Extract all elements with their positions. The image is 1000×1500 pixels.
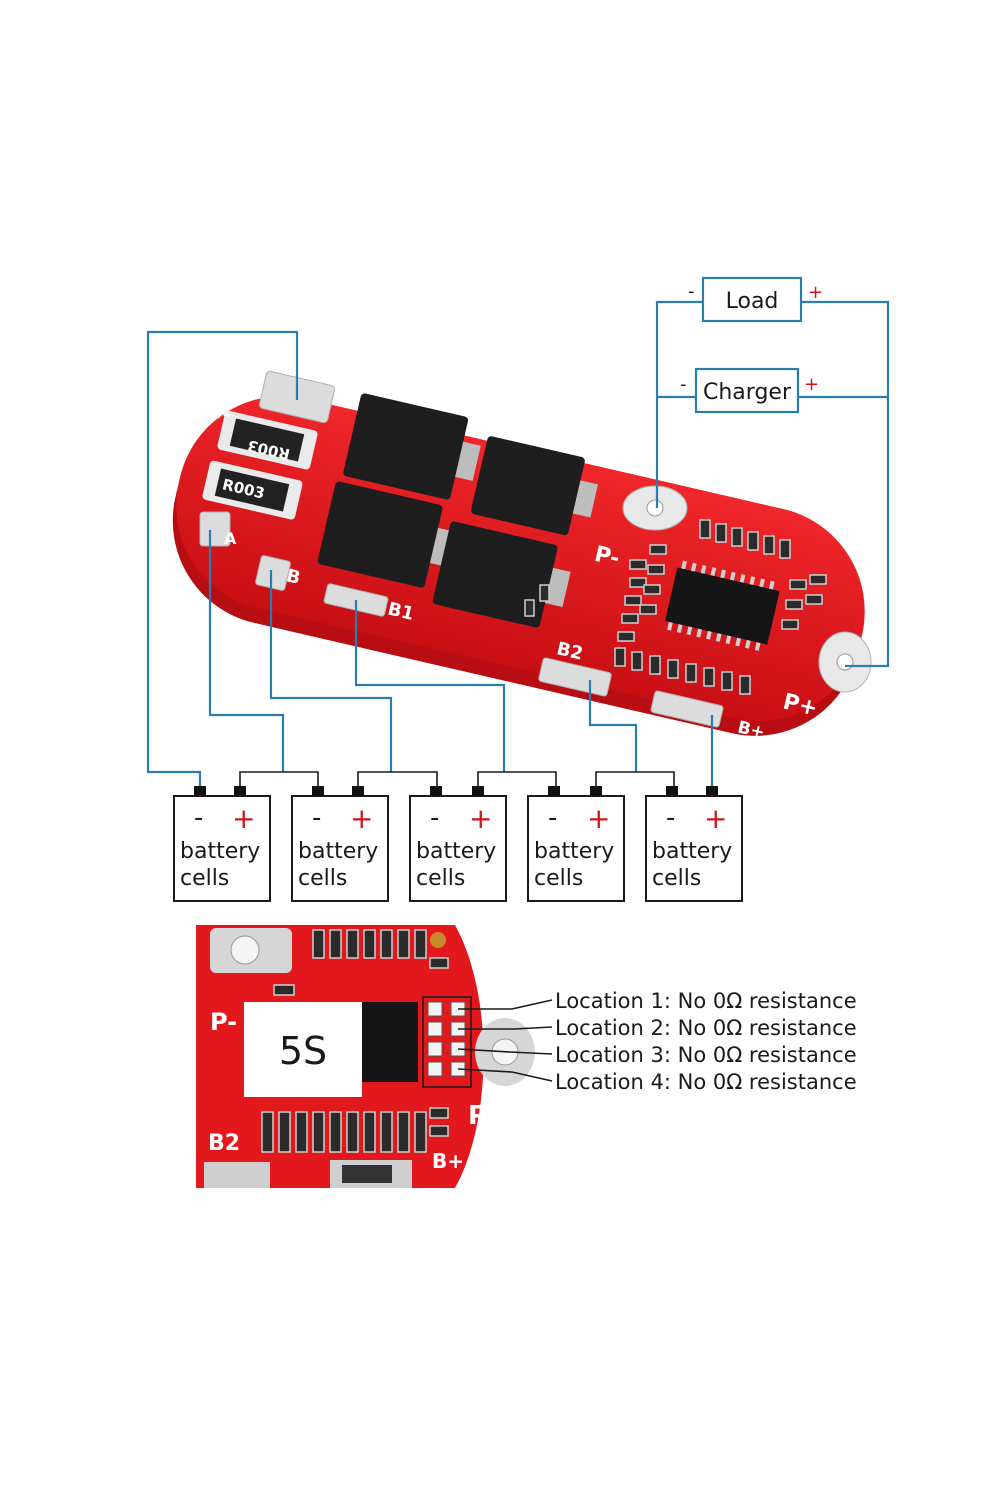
board-label-a: A <box>224 529 237 548</box>
location-3-note: Location 3: No 0Ω resistance <box>555 1043 857 1067</box>
cell-1-minus: - <box>194 803 203 833</box>
cell-5-line1: battery <box>652 839 732 864</box>
cell-5-line2: cells <box>652 866 701 891</box>
location-4-note: Location 4: No 0Ω resistance <box>555 1070 857 1094</box>
battery-cell-3: - + battery cells <box>409 786 507 902</box>
charger-box: Charger - + <box>680 367 819 414</box>
cell-1-line2: cells <box>180 866 229 891</box>
detail-label-p-minus: P- <box>210 1008 237 1036</box>
detail-label-b-plus: B+ <box>432 1149 464 1173</box>
charger-minus: - <box>680 374 687 395</box>
cell-4-line2: cells <box>534 866 583 891</box>
battery-cell-2: - + battery cells <box>291 786 389 902</box>
cell-5-plus: + <box>704 802 727 835</box>
board-label-b: B <box>284 565 302 589</box>
location-1-note: Location 1: No 0Ω resistance <box>555 989 857 1013</box>
cell-4-line1: battery <box>534 839 614 864</box>
cell-3-line1: battery <box>416 839 496 864</box>
pcb-board: R003 R003 <box>172 370 872 743</box>
cell-count-badge-bg <box>244 1002 362 1097</box>
detail-board: 5S P- P+ B2 B+ <box>196 925 535 1188</box>
load-label: Load <box>726 289 779 314</box>
cell-1-plus: + <box>232 802 255 835</box>
board-label-p-minus: P- <box>592 542 622 572</box>
cell-2-minus: - <box>312 803 321 833</box>
battery-cells: - + battery cells - + battery cells - + … <box>173 786 743 902</box>
cell-3-minus: - <box>430 803 439 833</box>
load-plus: + <box>808 282 823 303</box>
load-box: Load - + <box>688 276 823 323</box>
cell-4-plus: + <box>587 802 610 835</box>
cell-2-line2: cells <box>298 866 347 891</box>
battery-cell-1: - + battery cells <box>173 786 271 902</box>
cell-2-plus: + <box>350 802 373 835</box>
detail-label-b2: B2 <box>208 1131 240 1156</box>
location-callouts: Location 1: No 0Ω resistance Location 2:… <box>457 989 857 1094</box>
board-label-b-minus: B- <box>205 398 233 427</box>
location-2-note: Location 2: No 0Ω resistance <box>555 1016 857 1040</box>
sense-resistors <box>202 410 318 520</box>
cell-5-minus: - <box>666 803 675 833</box>
cell-2-line1: battery <box>298 839 378 864</box>
battery-cell-5: - + battery cells <box>645 786 743 902</box>
cell-count-badge: 5S <box>279 1029 327 1073</box>
cell-1-line1: battery <box>180 839 260 864</box>
wiring <box>146 300 890 788</box>
battery-cell-4: - + battery cells <box>527 786 625 902</box>
cell-3-plus: + <box>469 802 492 835</box>
detail-label-p-plus: P+ <box>468 1101 509 1131</box>
charger-plus: + <box>804 374 819 395</box>
charger-label: Charger <box>703 380 792 405</box>
cell-4-minus: - <box>548 803 557 833</box>
cell-3-line2: cells <box>416 866 465 891</box>
smd-components <box>524 519 827 695</box>
load-minus: - <box>688 281 695 302</box>
protection-ic <box>664 560 780 651</box>
